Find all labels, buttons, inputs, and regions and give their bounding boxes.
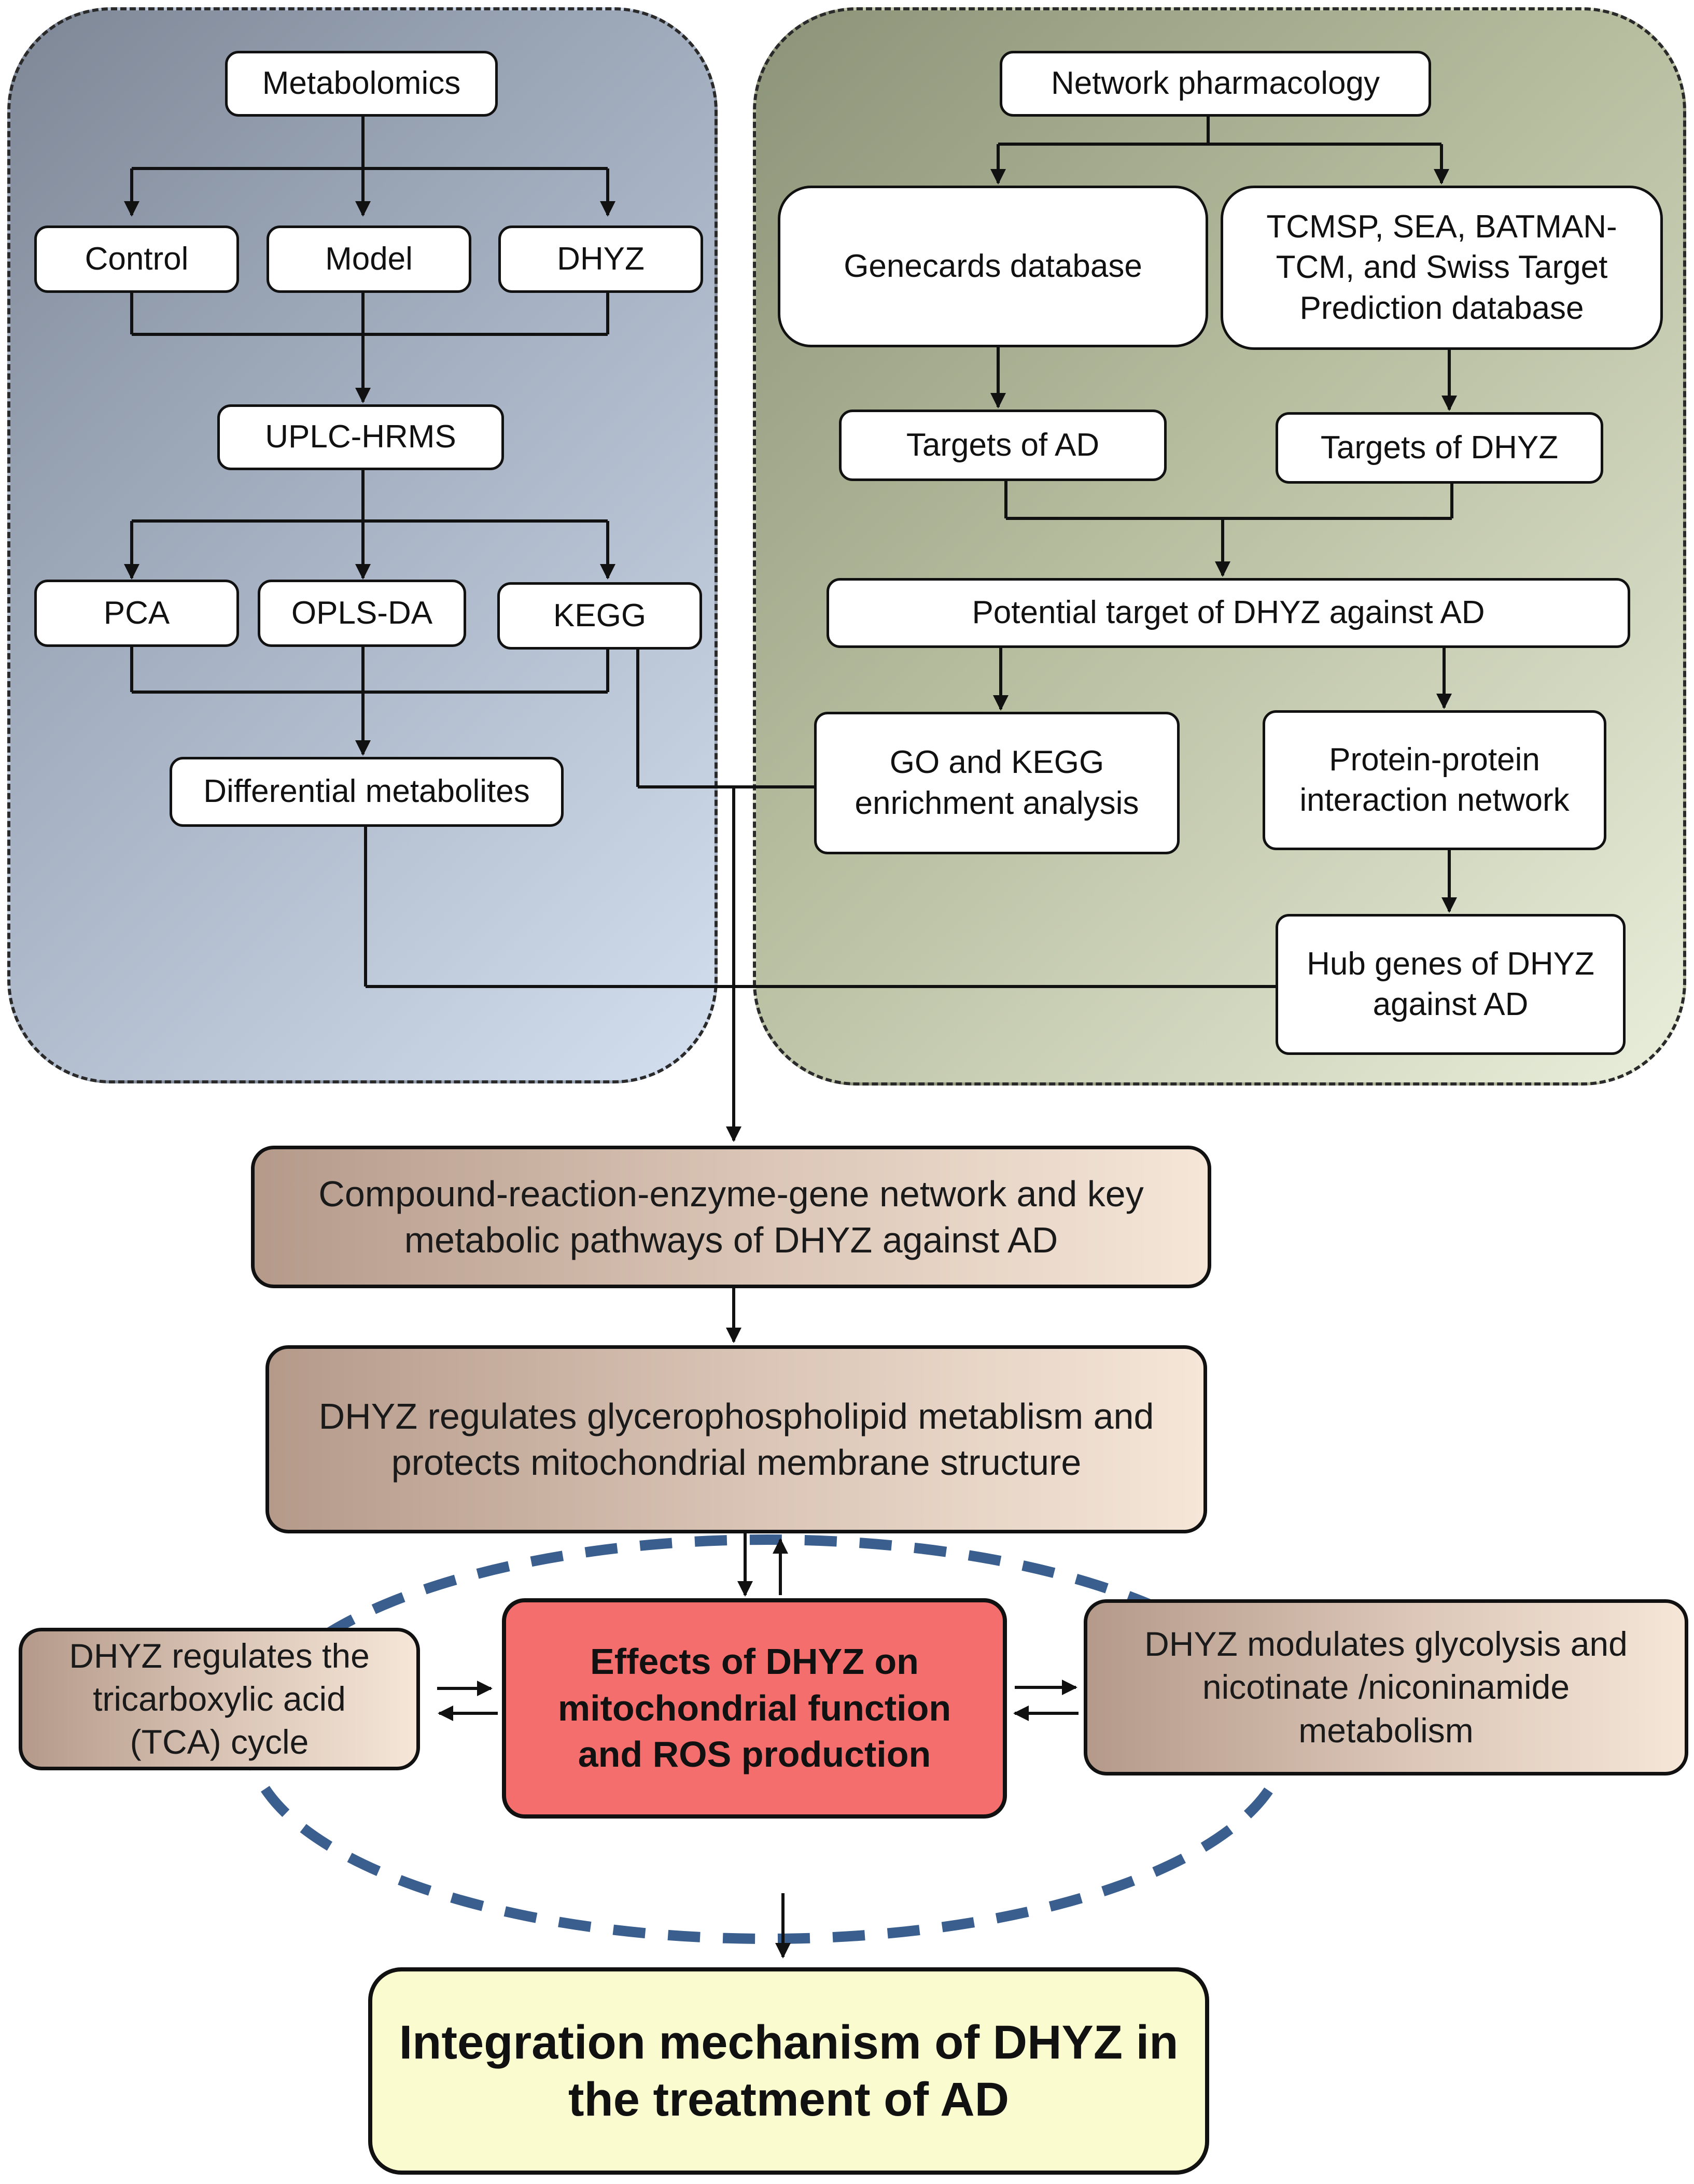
metabolomics-title-box: Metabolomics <box>225 51 498 117</box>
kegg-label: KEGG <box>553 597 647 633</box>
targets-of-ad-box: Targets of AD <box>839 410 1167 481</box>
glycerophospholipid-label: DHYZ regulates glycerophospholipid metab… <box>318 1396 1154 1483</box>
potential-target-label: Potential target of DHYZ against AD <box>972 595 1485 631</box>
hub-genes-box: Hub genes of DHYZ against AD <box>1276 914 1626 1055</box>
metabolomics-panel <box>7 7 718 1083</box>
targets-of-ad-label: Targets of AD <box>906 427 1100 463</box>
control-group-label: Control <box>85 241 189 277</box>
pca-box: PCA <box>34 580 239 647</box>
uplc-hrms-label: UPLC-HRMS <box>265 419 456 455</box>
opls-da-box: OPLS-DA <box>258 580 466 647</box>
go-kegg-enrichment-label: GO and KEGG enrichment analysis <box>855 744 1139 821</box>
target-prediction-databases-label: TCMSP, SEA, BATMAN- TCM, and Swiss Targe… <box>1266 209 1617 326</box>
ppi-network-box: Protein-protein interaction network <box>1263 710 1606 850</box>
tca-cycle-box: DHYZ regulates the tricarboxylic acid (T… <box>19 1628 420 1770</box>
uplc-hrms-box: UPLC-HRMS <box>217 404 504 470</box>
target-prediction-databases-box: TCMSP, SEA, BATMAN- TCM, and Swiss Targe… <box>1221 186 1663 350</box>
integration-mechanism-box: Integration mechanism of DHYZ in the tre… <box>368 1967 1209 2175</box>
control-group-box: Control <box>34 226 239 293</box>
compound-reaction-network-box: Compound-reaction-enzyme-gene network an… <box>251 1146 1211 1288</box>
mitochondrial-effects-label: Effects of DHYZ on mitochondrial functio… <box>557 1641 951 1775</box>
glycerophospholipid-box: DHYZ regulates glycerophospholipid metab… <box>265 1345 1207 1533</box>
genecards-database-box: Genecards database <box>778 186 1208 347</box>
targets-of-dhyz-box: Targets of DHYZ <box>1276 412 1603 484</box>
differential-metabolites-box: Differential metabolites <box>170 757 564 827</box>
dhyz-group-box: DHYZ <box>498 226 703 293</box>
tca-cycle-label: DHYZ regulates the tricarboxylic acid (T… <box>69 1636 370 1762</box>
ppi-network-label: Protein-protein interaction network <box>1299 741 1570 818</box>
opls-da-label: OPLS-DA <box>291 595 433 631</box>
potential-target-box: Potential target of DHYZ against AD <box>827 578 1630 648</box>
hub-genes-label: Hub genes of DHYZ against AD <box>1307 946 1594 1022</box>
network-pharmacology-title: Network pharmacology <box>1051 65 1380 102</box>
integration-mechanism-label: Integration mechanism of DHYZ in the tre… <box>399 2016 1179 2126</box>
compound-reaction-network-label: Compound-reaction-enzyme-gene network an… <box>318 1174 1144 1260</box>
pca-label: PCA <box>103 595 170 631</box>
mitochondrial-effects-box: Effects of DHYZ on mitochondrial functio… <box>502 1598 1007 1819</box>
metabolomics-title: Metabolomics <box>262 65 461 102</box>
glycolysis-label: DHYZ modulates glycolysis and nicotinate… <box>1144 1625 1628 1750</box>
go-kegg-enrichment-box: GO and KEGG enrichment analysis <box>814 712 1180 854</box>
network-pharmacology-title-box: Network pharmacology <box>1000 51 1431 117</box>
dhyz-group-label: DHYZ <box>557 241 645 277</box>
targets-of-dhyz-label: Targets of DHYZ <box>1320 429 1559 466</box>
differential-metabolites-label: Differential metabolites <box>203 773 530 810</box>
model-group-label: Model <box>325 241 413 277</box>
model-group-box: Model <box>267 226 471 293</box>
kegg-box: KEGG <box>497 582 702 650</box>
genecards-database-label: Genecards database <box>844 248 1142 284</box>
glycolysis-box: DHYZ modulates glycolysis and nicotinate… <box>1084 1599 1688 1776</box>
